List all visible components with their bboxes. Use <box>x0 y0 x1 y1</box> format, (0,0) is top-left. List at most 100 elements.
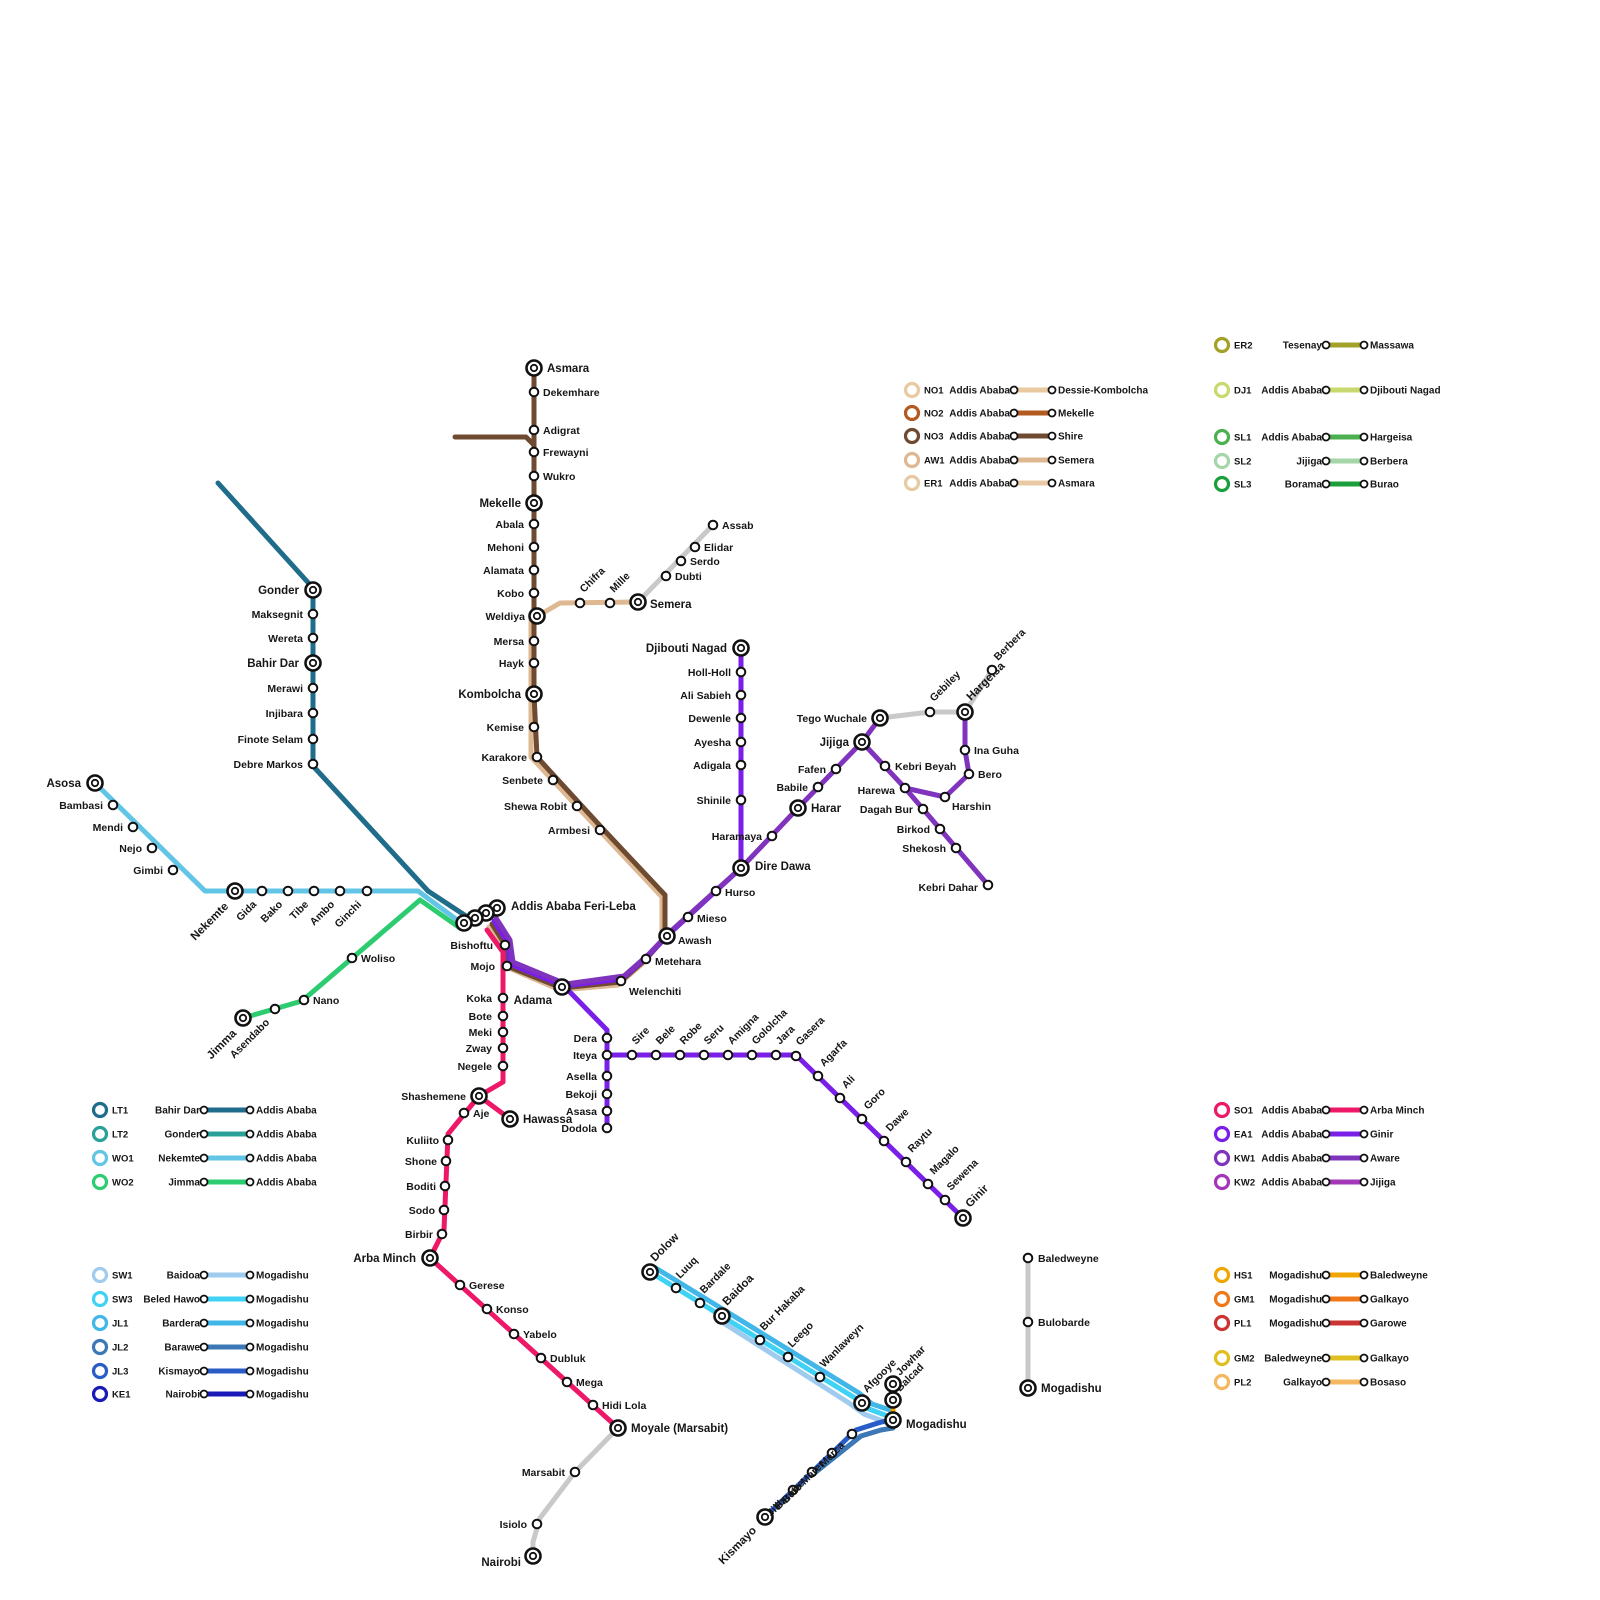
station-label: Mega <box>576 1377 603 1389</box>
station-awash: Awash <box>658 927 712 947</box>
interchange-inner-ring <box>470 913 480 923</box>
legend-terminus-icon <box>1321 1129 1331 1139</box>
interchange-inner-ring <box>793 803 803 813</box>
legend-from-name: Addis Ababa <box>1261 1178 1322 1189</box>
station-label: Meki <box>469 1027 492 1039</box>
station-marker <box>982 879 994 891</box>
legend-from-name: Nekemte <box>158 1154 200 1165</box>
legend-to-name: Djibouti Nagad <box>1370 386 1441 397</box>
line-code-badge-icon <box>1213 1349 1231 1367</box>
station-marker <box>879 760 891 772</box>
station-holl-holl: Holl-Holl <box>688 666 747 679</box>
station-alamata: Alamata <box>483 564 540 577</box>
station-marker <box>806 1466 818 1478</box>
station-marker <box>528 564 540 576</box>
legend-terminus-icon <box>1321 1177 1331 1187</box>
legend-line-code: JL1 <box>112 1319 129 1330</box>
station-gonder: Gonder <box>258 581 322 599</box>
station-hawassa: Hawassa <box>501 1110 573 1128</box>
station-marker <box>689 541 701 553</box>
legend-from-name: Bardera <box>162 1319 200 1330</box>
legend-terminus-icon <box>1359 1318 1369 1328</box>
station-marker <box>812 1070 824 1082</box>
station-label: Dera <box>574 1033 598 1045</box>
station-shewa-robit: Shewa Robit <box>504 800 583 813</box>
legend-line-code: KE1 <box>112 1390 131 1401</box>
station-marker <box>307 632 319 644</box>
interchange-inner-ring <box>888 1395 898 1405</box>
station-marker <box>547 774 559 786</box>
line-code-badge-icon <box>91 1125 109 1143</box>
station-label: Maksegnit <box>252 609 304 621</box>
station-label: Djibouti Nagad <box>646 643 727 655</box>
interchange-inner-ring <box>857 737 867 747</box>
legend-terminus-icon <box>1321 1105 1331 1115</box>
legend-to-name: Galkayo <box>1370 1295 1409 1306</box>
station-harshin: Harshin <box>939 791 991 813</box>
station-label: Kombolcha <box>458 689 521 701</box>
station-dera: Dera <box>574 1032 613 1045</box>
station-marker <box>256 885 268 897</box>
line-code-badge-icon <box>1213 336 1231 354</box>
legend-terminus-icon <box>1047 431 1057 441</box>
legend-to-name: Garowe <box>1370 1319 1407 1330</box>
station-marker <box>986 664 998 676</box>
station-marker <box>269 1003 281 1015</box>
station-elidar: Elidar <box>689 541 733 554</box>
station-marker <box>167 864 179 876</box>
legend-from-name: Addis Ababa <box>1261 433 1322 444</box>
legend-from-name: Addis Ababa <box>949 409 1010 420</box>
legend-from-name: Addis Ababa <box>949 456 1010 467</box>
legend-terminus-icon <box>1359 1177 1369 1187</box>
station-birbir: Birbir <box>405 1228 448 1241</box>
legend-terminus-icon <box>1359 1353 1369 1363</box>
legend-to-name: Aware <box>1370 1154 1400 1165</box>
station-label: Koka <box>466 993 492 1005</box>
station-harewa: Harewa <box>858 782 911 797</box>
legend-terminus-icon <box>1359 1153 1369 1163</box>
interchange-inner-ring <box>960 707 970 717</box>
station-label: Alamata <box>483 565 524 577</box>
station-konso: Konso <box>481 1303 529 1316</box>
station-marker <box>787 1484 799 1496</box>
station-label: Karakore <box>481 752 527 764</box>
station-marker <box>499 939 511 951</box>
station-label: Konso <box>496 1304 529 1316</box>
station-label: Birbir <box>405 1229 433 1241</box>
legend-from-name: Galkayo <box>1283 1378 1322 1389</box>
station-label: Injibara <box>266 708 304 720</box>
station-label: Arba Minch <box>353 1253 416 1265</box>
station-marker <box>107 799 119 811</box>
station-marker <box>722 1049 734 1061</box>
station-label: Asosa <box>46 778 81 790</box>
station-mersa: Mersa <box>494 635 540 648</box>
station-marker <box>528 424 540 436</box>
station-label: Dodola <box>561 1123 597 1135</box>
station-label: Senbete <box>502 775 543 787</box>
legend-terminus-icon <box>199 1270 209 1280</box>
line-code-badge-icon <box>903 474 921 492</box>
legend-to-name: Dessie-Kombolcha <box>1058 386 1148 397</box>
station-asosa: Asosa <box>46 774 104 792</box>
line-code-badge-icon <box>903 451 921 469</box>
station-label: Marsabit <box>522 1467 566 1479</box>
legend-terminus-icon <box>245 1294 255 1304</box>
station-marker <box>497 1010 509 1022</box>
line-code-badge-icon <box>91 1266 109 1284</box>
legend-terminus-icon <box>199 1366 209 1376</box>
station-label: Weldiya <box>486 611 526 623</box>
station-marker <box>959 744 971 756</box>
station-mojo: Mojo <box>471 960 513 973</box>
station-label: Negele <box>458 1061 493 1073</box>
station-marker <box>834 1092 846 1104</box>
station-marker <box>531 751 543 763</box>
legend-to-name: Mogadishu <box>256 1367 309 1378</box>
